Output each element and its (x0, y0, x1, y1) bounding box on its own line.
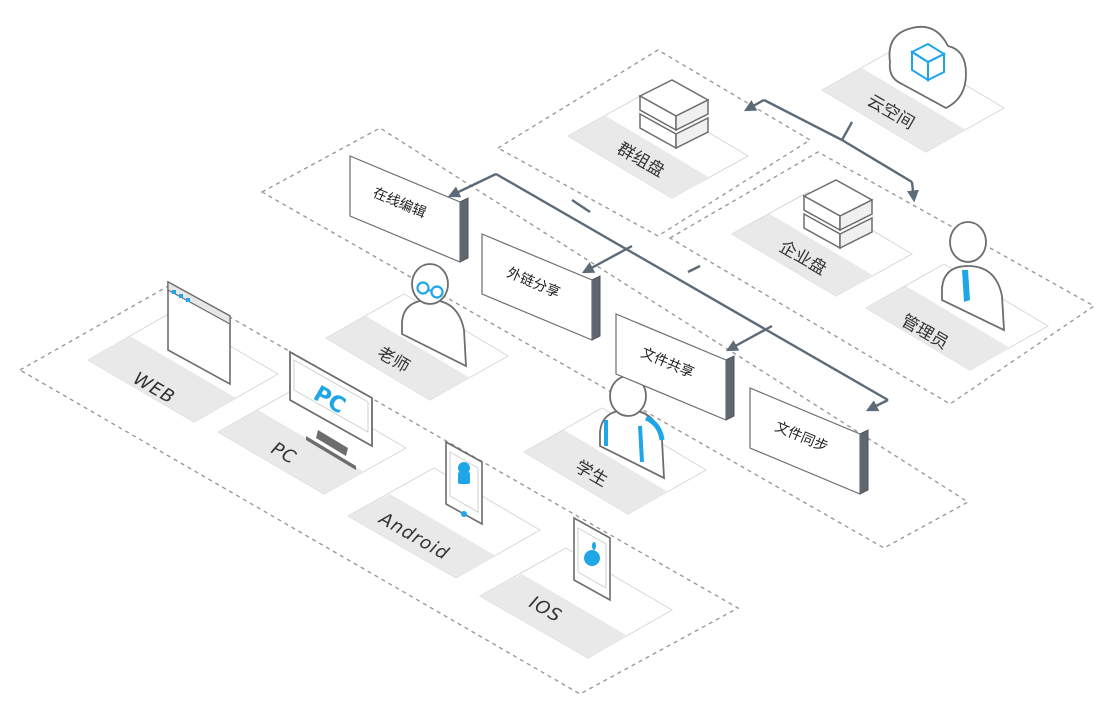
browser-window-icon (167, 280, 231, 386)
android-phone-icon (445, 440, 483, 526)
tile-group-disk[interactable]: 群组盘 (566, 79, 750, 199)
card-online-edit[interactable]: 在线编辑 (349, 155, 469, 263)
card-file-share[interactable]: 文件共享 (615, 313, 735, 421)
tile-student[interactable]: 学生 (523, 375, 707, 515)
tile-android[interactable]: Android (346, 440, 541, 579)
monitor-icon: PC (289, 350, 373, 470)
server-stack-icon (802, 179, 874, 250)
card-file-sync[interactable]: 文件同步 (749, 387, 869, 495)
server-stack-icon (638, 79, 710, 150)
teacher-avatar-icon (401, 263, 467, 368)
cloud-icon (888, 25, 967, 110)
zone-enterprise (668, 151, 1096, 405)
apple-phone-icon (573, 516, 611, 602)
connectors (447, 98, 919, 412)
card-external-share[interactable]: 外链分享 (481, 233, 601, 341)
tile-admin[interactable]: 管理员 (865, 221, 1049, 371)
tile-ios[interactable]: IOS (478, 516, 673, 659)
tile-web[interactable]: WEB (87, 280, 279, 423)
tile-enterprise-disk[interactable]: 企业盘 (730, 179, 914, 297)
zone-clients (18, 283, 740, 695)
student-avatar-icon (599, 375, 665, 480)
zone-features (260, 127, 970, 549)
tile-pc[interactable]: PC PC (216, 350, 408, 495)
tile-cloud[interactable]: 云空间 (821, 25, 1005, 153)
tile-teacher[interactable]: 老师 (325, 263, 509, 401)
admin-avatar-icon (941, 221, 1005, 332)
